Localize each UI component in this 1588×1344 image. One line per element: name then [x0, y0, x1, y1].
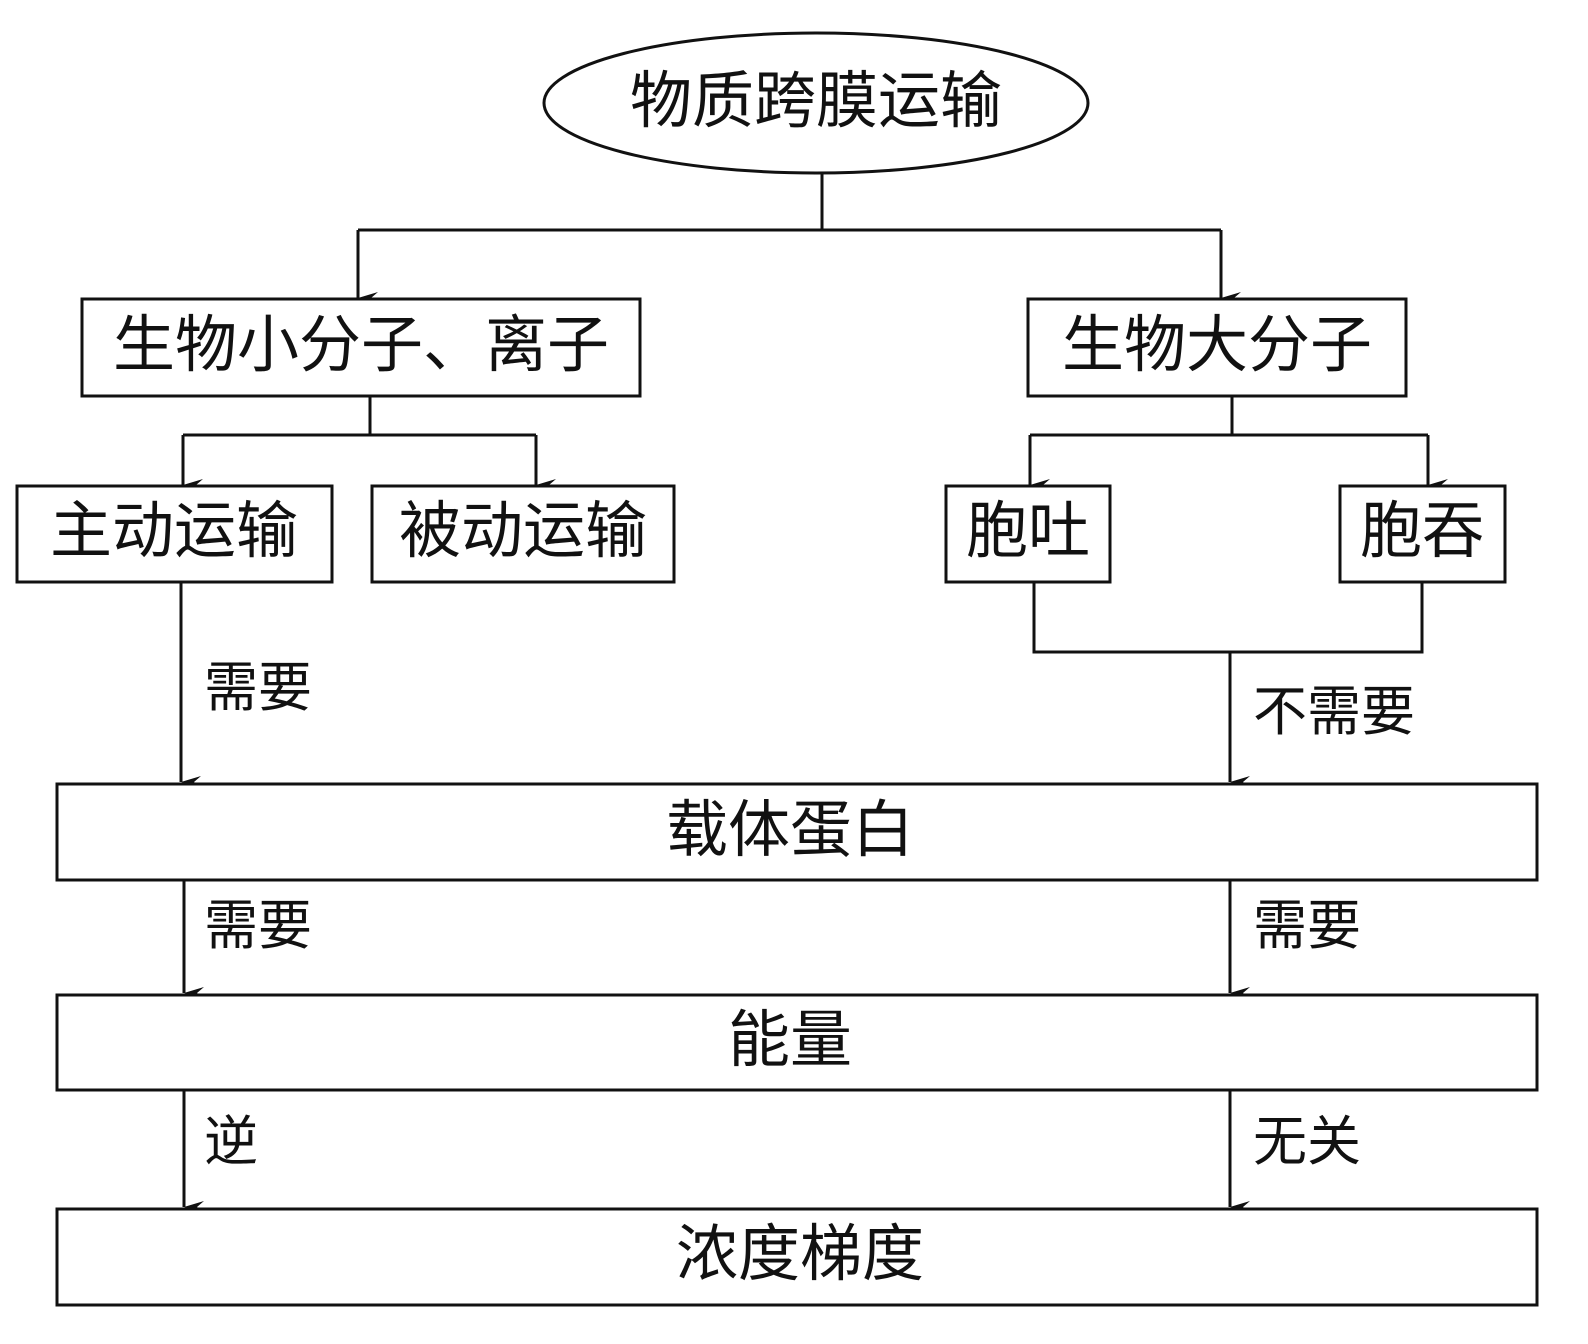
edge-label-energy-gradient-left: 逆 — [204, 1110, 258, 1173]
vesicle-merge-connector — [1032, 582, 1424, 654]
macromolecules-node — [1026, 297, 1408, 398]
passive-transport-node — [370, 484, 676, 584]
concentration-gradient-node — [55, 1207, 1539, 1307]
exocytosis-label: 胞吐 — [966, 494, 1090, 567]
macromolecules-connector — [1030, 396, 1428, 437]
exocytosis-node — [944, 484, 1112, 584]
edge-label-carrier-energy-left: 需要 — [204, 894, 312, 957]
root-node-label: 物质跨膜运输 — [630, 64, 1002, 137]
edge-label-active-carrier: 需要 — [204, 656, 312, 719]
carrier-protein-node — [55, 782, 1539, 882]
energy-label: 能量 — [728, 1003, 852, 1076]
root-connector — [358, 173, 1221, 232]
edge-label-carrier-energy-right: 需要 — [1253, 894, 1361, 957]
concentration-gradient-label: 浓度梯度 — [676, 1217, 924, 1290]
macromolecules-label: 生物大分子 — [1062, 308, 1372, 381]
energy-node — [55, 993, 1539, 1092]
root-node — [542, 31, 1090, 175]
active-transport-label: 主动运输 — [50, 494, 298, 567]
edge-label-vesicle-carrier: 不需要 — [1253, 680, 1415, 743]
carrier-protein-label: 载体蛋白 — [666, 793, 914, 866]
small-molecules-node — [80, 297, 642, 398]
passive-transport-label: 被动运输 — [399, 494, 647, 567]
active-transport-node — [15, 484, 334, 584]
edge-label-energy-gradient-right: 无关 — [1253, 1110, 1361, 1173]
small-molecules-label: 生物小分子、离子 — [113, 308, 609, 381]
small-molecules-connector — [183, 396, 536, 437]
endocytosis-label: 胞吞 — [1360, 494, 1484, 567]
